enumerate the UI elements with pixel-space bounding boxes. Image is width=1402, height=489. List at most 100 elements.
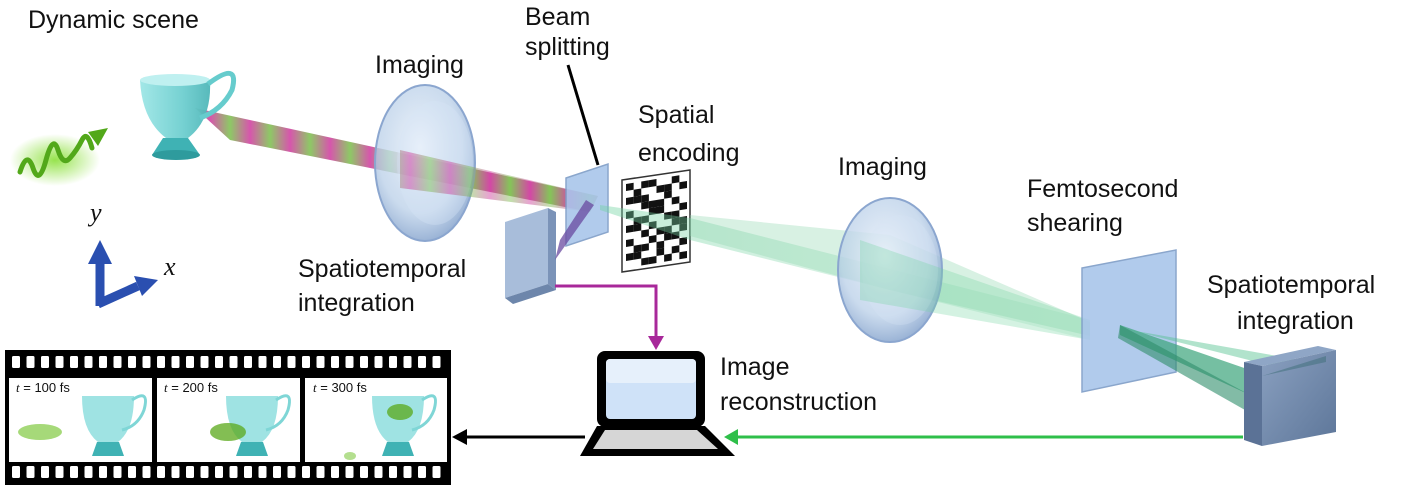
sprocket-hole [84, 466, 93, 478]
mask-cell [641, 201, 649, 210]
sprocket-hole [171, 466, 180, 478]
label-spatiotemporal-right-line2: integration [1237, 307, 1354, 335]
mask-cell [641, 229, 649, 238]
mask-cell [641, 257, 649, 266]
femtosecond-shearing-plate [1081, 249, 1300, 410]
sprocket-hole [244, 466, 252, 478]
mask-cell [641, 194, 649, 203]
sprocket-hole [157, 356, 165, 368]
label-spatial-encoding-line1: Spatial [638, 101, 715, 129]
sprocket-hole [200, 466, 209, 478]
label-femtosecond-shearing-line2: shearing [1027, 209, 1123, 237]
sprocket-hole [128, 466, 136, 478]
mask-cell [679, 237, 687, 246]
label-imaging-2: Imaging [838, 153, 927, 181]
spatiotemporal-integration-camera-left [505, 200, 594, 304]
sprocket-hole [113, 466, 122, 478]
label-image-reconstruction-line2: reconstruction [720, 388, 878, 416]
mask-cell [679, 181, 687, 190]
spatiotemporal-integration-camera-right [1244, 346, 1336, 446]
sprocket-hole [331, 356, 339, 368]
label-spatiotemporal-left-line1: Spatiotemporal [298, 255, 467, 283]
sprocket-hole [258, 356, 267, 368]
mask-cell [656, 184, 665, 193]
label-imaging-1: Imaging [375, 51, 464, 79]
sprocket-hole [142, 356, 151, 368]
sprocket-hole [287, 356, 296, 368]
sprocket-hole [316, 466, 325, 478]
mask-cell [633, 223, 642, 232]
sprocket-hole [142, 466, 151, 478]
sprocket-hole [331, 466, 339, 478]
mask-cell [648, 256, 657, 265]
mask-cell [671, 245, 680, 254]
film-frame-3-image [344, 394, 437, 460]
mask-cell [679, 251, 687, 260]
label-dynamic-scene: Dynamic scene [28, 6, 199, 34]
mask-cell [648, 179, 657, 188]
label-femtosecond-shearing-line1: Femtosecond [1027, 175, 1179, 203]
sprocket-hole [113, 356, 122, 368]
mask-cell [633, 195, 642, 204]
black-arrow [452, 429, 585, 445]
teacup-icon [140, 71, 236, 160]
sprocket-hole [171, 356, 180, 368]
sprocket-hole [374, 466, 383, 478]
sprocket-hole [389, 466, 397, 478]
label-image-reconstruction-line1: Image [720, 353, 790, 381]
mask-cell [626, 238, 634, 247]
mask-cell [641, 180, 649, 189]
mask-cell [633, 244, 642, 253]
mask-cell [656, 240, 665, 249]
sprocket-hole [374, 356, 383, 368]
mask-cell [648, 235, 657, 244]
sprocket-hole [41, 466, 49, 478]
sprocket-hole [55, 466, 64, 478]
sprocket-hole [128, 356, 136, 368]
sprocket-hole [84, 356, 93, 368]
mask-cell [656, 198, 665, 207]
sprocket-hole [12, 466, 20, 478]
mask-cell [679, 202, 687, 211]
sprocket-hole [389, 356, 397, 368]
sprocket-hole [360, 466, 368, 478]
sprocket-hole [418, 466, 426, 478]
laptop-icon [580, 351, 735, 456]
sprocket-hole [273, 356, 281, 368]
sprocket-hole [302, 356, 310, 368]
sprocket-hole [258, 466, 267, 478]
imaging-lens-2 [837, 197, 943, 343]
sprocket-hole [26, 466, 35, 478]
sprocket-hole [99, 356, 107, 368]
sprocket-hole [302, 466, 310, 478]
frame-2-time-label: t = 200 fs [164, 380, 218, 395]
film-frame-2-image [210, 394, 291, 456]
sprocket-hole [12, 356, 20, 368]
sprocket-hole [55, 356, 64, 368]
frame-1-time-label: t = 100 fs [16, 380, 70, 395]
sprocket-hole [360, 356, 368, 368]
mask-cell [633, 251, 642, 260]
mask-cell [664, 253, 672, 262]
film-frame-1-image [18, 394, 147, 456]
sprocket-hole [403, 466, 412, 478]
sprocket-hole [432, 466, 441, 478]
mask-cell [664, 232, 672, 241]
sprocket-hole [70, 356, 78, 368]
mask-cell [626, 252, 634, 261]
axis-label-x: x [164, 252, 176, 281]
sprocket-hole [432, 356, 441, 368]
mask-cell [664, 183, 672, 192]
mask-cell [626, 182, 634, 191]
label-spatial-encoding-line2: encoding [638, 139, 740, 167]
mask-cell [626, 224, 634, 233]
label-spatiotemporal-left-line2: integration [298, 289, 415, 317]
label-beam-splitting-line1: Beam [525, 3, 591, 31]
green-arrow [724, 429, 1243, 445]
mask-cell [641, 243, 649, 252]
frame-3-time-label: t = 300 fs [313, 380, 367, 395]
label-spatiotemporal-right-line1: Spatiotemporal [1207, 271, 1376, 299]
sprocket-hole [186, 466, 194, 478]
sprocket-hole [229, 356, 238, 368]
sprocket-hole [316, 356, 325, 368]
